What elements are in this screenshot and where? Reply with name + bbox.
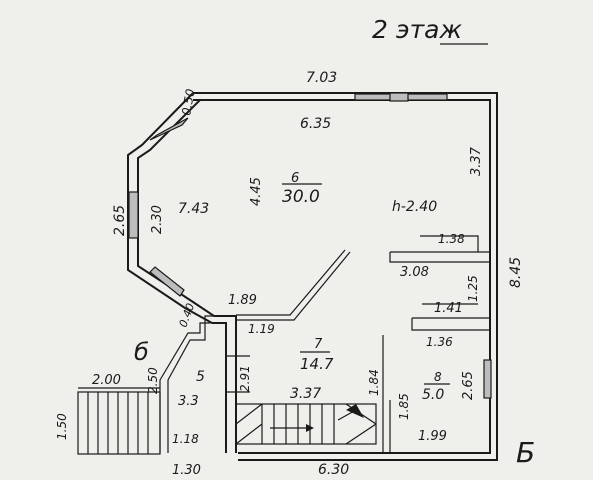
dim-right-outer: 8.45: [508, 257, 524, 288]
room-labels: 6 30.0 7 14.7 8 5.0 5 3.3 h-2.40 б Б: [134, 171, 535, 469]
dimension-labels: 7.03 6.35 0.50 2.65 2.30 7.43 4.45 3.37 …: [55, 70, 524, 478]
dim-ledge1: 1.38: [438, 232, 465, 246]
dim-diag-top: 0.50: [179, 87, 197, 116]
dim-bottom-right: 1.99: [418, 429, 447, 444]
dim-bay-inner: 2.30: [150, 205, 165, 234]
dim-stair-len: 3.37: [290, 386, 321, 402]
window-diag-top: [149, 117, 189, 141]
window-right: [483, 359, 492, 399]
dim-left-150: 1.50: [55, 413, 69, 440]
dim-corr: 1.19: [248, 322, 275, 336]
ceiling-height: h-2.40: [392, 199, 437, 215]
dim-ledge-span: 3.08: [400, 265, 429, 280]
dim-v-118: 1.18: [172, 432, 199, 446]
dim-top-inner: 6.35: [300, 116, 331, 132]
window-diag-low: [149, 266, 185, 297]
room-6-area: 30.0: [282, 187, 320, 207]
dim-bottom-left: 1.30: [172, 463, 201, 478]
dim-v-185: 1.85: [397, 393, 411, 420]
window-bay: [128, 191, 139, 239]
external-stair: [77, 387, 161, 455]
dim-diag-bottom: 0.40: [177, 302, 198, 329]
windows: [128, 92, 492, 399]
staircase: [235, 403, 377, 445]
dim-room-depth: 4.45: [249, 177, 264, 206]
dim-right-low: 2.65: [461, 371, 476, 400]
room-5-area: 3.3: [178, 394, 199, 409]
floor-title: 2 этаж: [372, 15, 462, 44]
dim-right-upper: 3.37: [469, 146, 484, 176]
stair-arrow-icon: [306, 424, 314, 432]
corner-mark: Б: [516, 436, 535, 469]
room-8-area: 5.0: [422, 387, 444, 403]
dim-stair-w: 2.00: [92, 373, 121, 388]
dim-v-291: 2.91: [238, 365, 252, 392]
interior-walls: [226, 235, 491, 453]
room-7-number: 7: [314, 337, 323, 352]
dim-ledge2: 1.41: [434, 301, 463, 316]
dim-right-mid: 1.25: [466, 275, 480, 302]
window-top-mid: [389, 92, 409, 102]
dim-room-width: 7.43: [178, 201, 209, 217]
dim-ledge3: 1.36: [426, 335, 453, 349]
dim-mid-len: 1.89: [228, 293, 257, 308]
dim-top-outer: 7.03: [306, 70, 337, 86]
room-5-number: 5: [196, 369, 205, 385]
dim-left-250: 2.50: [146, 367, 160, 394]
room-8-number: 8: [434, 370, 442, 384]
letter-b: б: [134, 338, 149, 366]
dim-v-184: 1.84: [367, 369, 381, 396]
room-6-number: 6: [291, 171, 299, 186]
room-7-area: 14.7: [300, 355, 334, 373]
dim-bottom-outer: 6.30: [318, 462, 349, 478]
dim-bay-outer: 2.65: [112, 205, 128, 236]
